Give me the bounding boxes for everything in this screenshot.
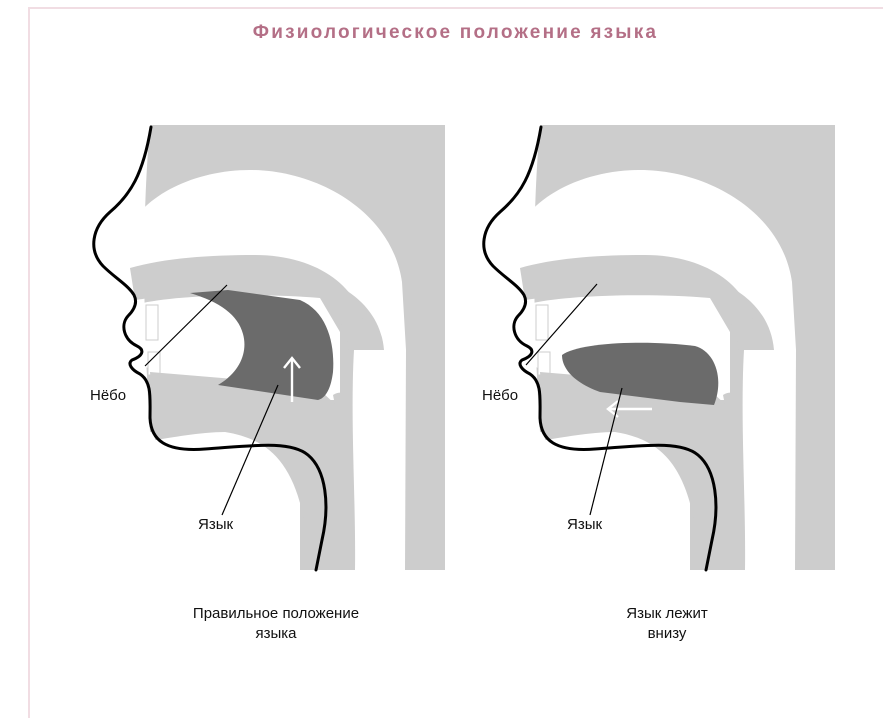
right-caption-line-1: Язык лежит [537, 604, 797, 624]
right-tongue-label: Язык [567, 516, 602, 533]
right-caption: Язык лежит внизу [537, 604, 797, 644]
right-caption-line-2: внизу [537, 624, 797, 644]
left-caption: Правильное положение языка [146, 604, 406, 644]
left-caption-line-2: языка [146, 624, 406, 644]
right-palate-label: Нёбо [482, 387, 518, 404]
right-head-diagram: Нёбо Язык [482, 125, 835, 570]
left-caption-line-1: Правильное положение [146, 604, 406, 624]
left-tongue-label: Язык [198, 516, 233, 533]
left-palate-label: Нёбо [90, 387, 126, 404]
left-head-diagram: Нёбо Язык [90, 125, 445, 570]
